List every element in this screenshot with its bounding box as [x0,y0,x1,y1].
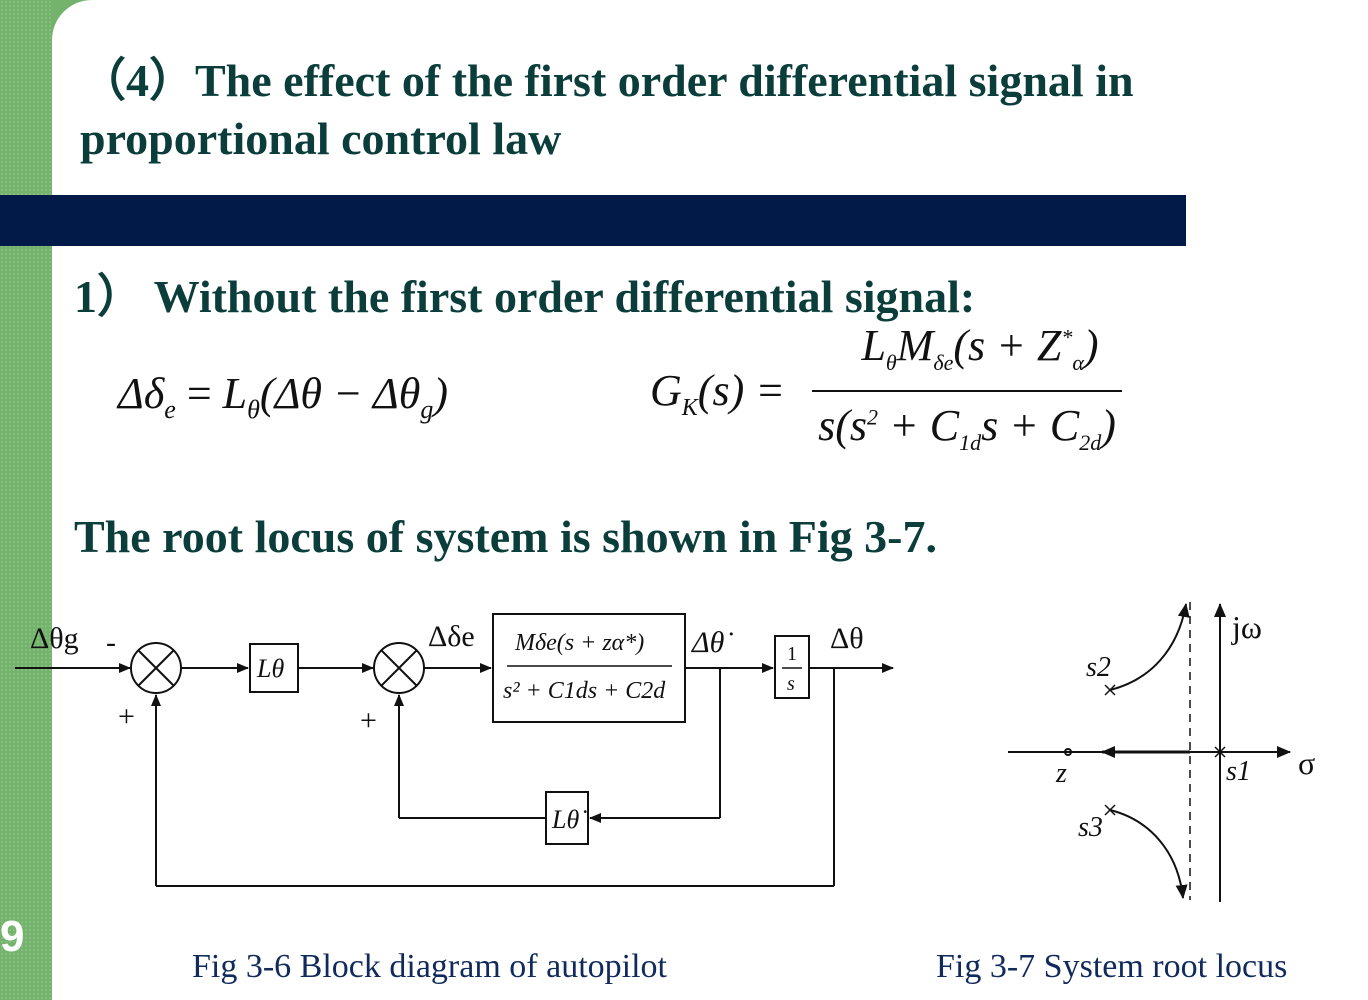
tf-num-m: M [896,321,934,370]
bd-plus-sign-2: + [360,704,377,737]
tf-den-sub1: 1d [959,429,982,455]
figure-3-7-caption: Fig 3-7 System root locus [936,948,1288,985]
real-axis-label: σ [1298,745,1315,781]
tf-num-sub3: α [1072,349,1084,375]
eq-gain-sub: θ [247,394,260,424]
root-locus-diagram: jω σ z s1 s2 s3 [1008,602,1315,902]
tf-den-mid2: s + C [981,401,1080,450]
tf-num-tail: (s + Z [953,321,1062,370]
bd-minus-sign: - [106,626,116,659]
bd-plus-sign-1: + [118,700,135,733]
tf-den-head: s(s [818,401,868,450]
tf-lhs-arg: (s) = [697,366,785,415]
figure-3-6-caption: Fig 3-6 Block diagram of autopilot [192,948,667,985]
zero-marker [1064,748,1072,756]
control-law-equation: Δδe = Lθ(Δθ − Δθg) [118,368,448,425]
tf-num-sup: * [1061,324,1073,350]
tf-den-close: ) [1101,401,1116,450]
eq-lhs: Δδ [118,369,165,418]
tf-num-l: L [861,321,886,370]
tf-lhs-g: G [650,366,682,415]
bd-output-label: Δθ [830,622,864,655]
eq-gain: L [222,369,248,418]
bd-rate-gain-label: Lθ̇ [551,805,587,834]
eq-rhs: (Δθ − Δθ [259,369,421,418]
tf-num-close: ) [1083,321,1099,370]
tf-denominator: s(s2 + C1ds + C2d) [812,400,1122,456]
tf-fraction-bar [812,390,1122,392]
imag-axis-label: jω [1231,609,1262,645]
pole-s3-label: s3 [1078,812,1103,843]
eq-rhs-sub: g [420,394,434,424]
bd-plant-numerator: Mδe(s + zα*) [514,630,644,656]
pole-s2-label: s2 [1086,652,1111,683]
transfer-function-equation: GK(s) = LθMδe(s + Z*α) s(s2 + C1ds + C2d… [650,320,1130,470]
bd-rate-label: Δθ̇ [691,626,733,659]
lower-locus-branch [1109,809,1188,899]
pole-s3-marker [1104,804,1116,816]
pole-s1-label: s1 [1226,756,1251,787]
tf-den-sup: 2 [867,404,879,430]
tf-den-mid: + C [878,401,960,450]
tf-num-sub1: θ [885,349,897,375]
block-diagram: Δθg - + + Lθ Δδe Mδe(s + zα*) s² + C1ds … [15,613,894,887]
bd-signal-label: Δδe [428,620,475,653]
tf-num-sub2: δe [933,349,954,375]
corner-decoration [52,0,92,40]
tf-lhs-sub: K [681,394,698,421]
slide-title: （4）The effect of the first order differe… [80,55,1134,164]
zero-label: z [1055,758,1067,789]
eq-equals: = [175,369,223,418]
side-decoration-bar [0,0,52,1000]
eq-lhs-sub: e [164,394,176,424]
tf-numerator: LθMδe(s + Z*α) [835,320,1125,376]
tf-den-sub2: 2d [1079,429,1102,455]
bd-integrator-num: 1 [787,643,797,665]
pole-s1-marker [1214,746,1226,758]
upper-locus-branch [1109,603,1190,691]
pole-s2-marker [1104,684,1116,696]
bd-gain-label: Lθ [256,654,284,683]
page-number: 9 [0,912,25,961]
title-divider-bar [0,195,1186,246]
bd-input-label: Δθg [30,622,79,655]
bd-plant-denominator: s² + C1ds + C2d [503,678,666,704]
tf-lhs: GK(s) = [650,365,785,422]
bd-integrator-den: s [787,673,795,695]
root-locus-statement: The root locus of system is shown in Fig… [74,511,937,562]
subheading: 1） Without the first order differential … [74,271,976,322]
eq-close: ) [433,369,449,418]
